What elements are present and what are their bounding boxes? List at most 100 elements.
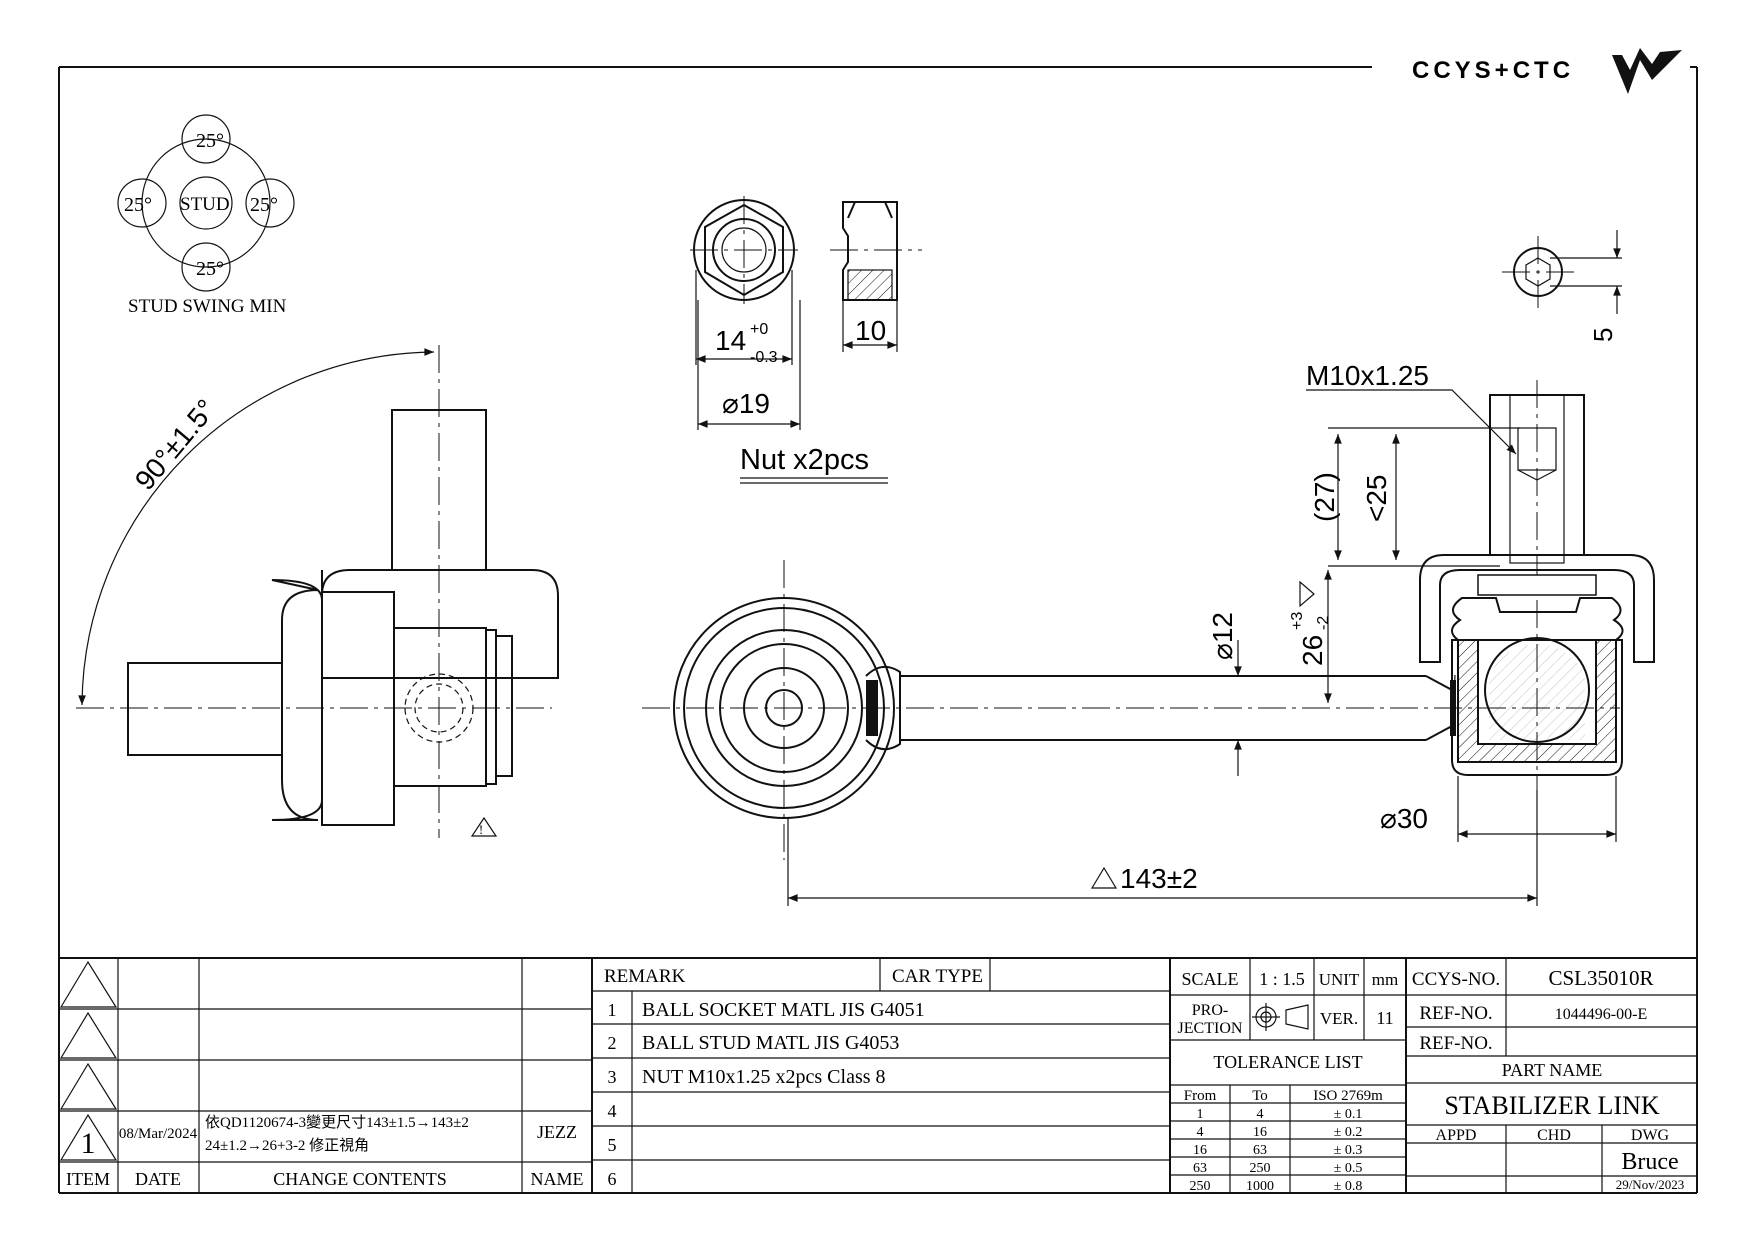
scale-projection-tolerance: SCALE 1 : 1.5 UNIT mm PRO- JECTION VER. … (1178, 969, 1399, 1194)
revision-date-1: 08/Mar/2024 (119, 1126, 198, 1142)
ccys-no-label: CCYS-NO. (1412, 969, 1500, 990)
remark-row-3: NUT M10x1.25 x2pcs Class 8 (642, 1066, 886, 1088)
swing-angle-top: 25° (196, 130, 224, 152)
svg-text:± 0.2: ± 0.2 (1334, 1125, 1363, 1140)
svg-text:63: 63 (1193, 1161, 1207, 1176)
remark-row-2: BALL STUD MATL JIS G4053 (642, 1032, 899, 1054)
scale-label: SCALE (1181, 969, 1238, 989)
chd-label: CHD (1537, 1127, 1571, 1144)
remark-label: REMARK (604, 966, 686, 987)
svg-text:!: ! (479, 822, 483, 837)
ver-value: 11 (1376, 1008, 1393, 1028)
svg-text:± 0.5: ± 0.5 (1334, 1161, 1363, 1176)
drawn-date: 29/Nov/2023 (1616, 1177, 1685, 1192)
projection-label-1: PRO- (1192, 1002, 1228, 1019)
nut-width-tol-upper: +0 (750, 321, 768, 338)
thread-callout: M10x1.25 (1306, 360, 1429, 391)
svg-text:16: 16 (1193, 1143, 1207, 1158)
height-dim: 26 (1297, 635, 1328, 666)
nut-caption: Nut x2pcs (740, 444, 869, 476)
nut-height-dim: 10 (855, 315, 886, 346)
projection-label-2: JECTION (1178, 1020, 1243, 1037)
svg-text:4: 4 (1257, 1107, 1264, 1122)
swing-angle-right: 25° (250, 194, 278, 216)
svg-text:4: 4 (608, 1101, 617, 1121)
ref-no-label: REF-NO. (1419, 1003, 1492, 1024)
part-name-label: PART NAME (1502, 1060, 1602, 1080)
drawn-by: Bruce (1621, 1149, 1678, 1175)
projection-symbol-icon (1252, 1003, 1309, 1031)
swing-center-label: STUD (180, 194, 230, 215)
tolerance-title: TOLERANCE LIST (1213, 1052, 1362, 1072)
right-dimensions: M10x1.25 (27) <25 26 +3 -2 ⌀12 ⌀30 143±2 (787, 360, 1617, 906)
revision-header-name: NAME (531, 1169, 584, 1189)
side-view: ! (76, 345, 559, 838)
swing-angle-dimension: 90°±1.5° (78, 348, 435, 706)
svg-text:250: 250 (1250, 1161, 1271, 1176)
dwg-label: DWG (1631, 1127, 1670, 1144)
revision-item-1: 1 (81, 1127, 96, 1160)
stud-length-max-dim: <25 (1361, 475, 1392, 523)
swing-angle-left: 25° (124, 194, 152, 216)
stud-swing-diagram: 25° 25° 25° 25° STUD STUD SWING MIN (117, 114, 295, 317)
nut-width-dim: 14 (715, 325, 746, 356)
svg-text:From: From (1184, 1088, 1217, 1104)
unit-value: mm (1372, 970, 1398, 989)
svg-text:ISO 2769m: ISO 2769m (1313, 1088, 1383, 1104)
svg-text:16: 16 (1253, 1125, 1267, 1140)
svg-text:To: To (1252, 1088, 1268, 1104)
svg-text:1000: 1000 (1246, 1179, 1274, 1194)
svg-text:4: 4 (1197, 1125, 1204, 1140)
front-view-right-joint (1419, 380, 1655, 790)
svg-text:CCYS+CTC: CCYS+CTC (1412, 57, 1574, 84)
revision-header-content: CHANGE CONTENTS (273, 1169, 447, 1189)
title-block-grid (59, 957, 1697, 1193)
nut-views: 14 +0 -0.3 10 ⌀19 Nut x2pcs (690, 196, 922, 484)
car-type-label: CAR TYPE (892, 966, 983, 987)
part-name-value: STABILIZER LINK (1444, 1091, 1659, 1120)
revision-content-1-line1: 依QD1120674-3變更尺寸143±1.5→143±2 (205, 1114, 469, 1131)
ref-no2-label: REF-NO. (1419, 1033, 1492, 1054)
revision-header-date: DATE (135, 1169, 181, 1189)
height-tol-lower: -2 (1315, 616, 1332, 630)
appd-label: APPD (1436, 1127, 1477, 1144)
svg-text:6: 6 (608, 1169, 617, 1189)
svg-text:250: 250 (1190, 1179, 1211, 1194)
unit-label: UNIT (1319, 970, 1360, 989)
revision-table: 1 08/Mar/2024 依QD1120674-3變更尺寸143±1.5→14… (66, 1114, 584, 1189)
svg-text:3: 3 (608, 1067, 617, 1087)
remark-row-1: BALL SOCKET MATL JIS G4051 (642, 999, 925, 1021)
ref-no-value: 1044496-00-E (1555, 1006, 1647, 1023)
swing-caption: STUD SWING MIN (128, 296, 287, 317)
socket-diameter-dim: ⌀30 (1380, 803, 1428, 834)
title-block: CCYS-NO. CSL35010R REF-NO. 1044496-00-E … (1412, 966, 1684, 1192)
hex-key-view: 5 (1502, 230, 1622, 342)
svg-text:± 0.1: ± 0.1 (1334, 1107, 1363, 1122)
swing-angle-dim: 90°±1.5° (129, 393, 222, 496)
svg-text:63: 63 (1253, 1143, 1267, 1158)
remark-table: REMARK CAR TYPE 1 BALL SOCKET MATL JIS G… (604, 966, 983, 1189)
revision-header-item: ITEM (66, 1169, 110, 1189)
nut-width-tol-lower: -0.3 (750, 349, 778, 366)
stud-length-ref-dim: (27) (1309, 472, 1340, 522)
ver-label: VER. (1320, 1009, 1358, 1028)
drawing-frame (58, 66, 1698, 1194)
hex-key-dim: 5 (1588, 328, 1618, 342)
svg-text:5: 5 (608, 1135, 617, 1155)
scale-value: 1 : 1.5 (1259, 969, 1305, 989)
rod-diameter-dim: ⌀12 (1207, 612, 1238, 660)
svg-text:2: 2 (608, 1033, 617, 1053)
nut-diameter-dim: ⌀19 (722, 388, 770, 419)
svg-text:1: 1 (608, 1000, 617, 1020)
revision-content-1-line2: 24±1.2→26+3-2 修正視角 (205, 1137, 369, 1154)
swing-angle-bottom: 25° (196, 258, 224, 280)
overall-length-dim: 143±2 (1120, 863, 1198, 894)
svg-text:± 0.8: ± 0.8 (1334, 1179, 1363, 1194)
svg-text:1: 1 (1197, 1107, 1204, 1122)
height-tol-upper: +3 (1289, 612, 1306, 630)
svg-text:± 0.3: ± 0.3 (1334, 1143, 1363, 1158)
brand-logo: CCYS+CTC (1412, 48, 1682, 94)
revision-name-1: JEZZ (537, 1122, 577, 1142)
ccys-no-value: CSL35010R (1548, 966, 1653, 990)
